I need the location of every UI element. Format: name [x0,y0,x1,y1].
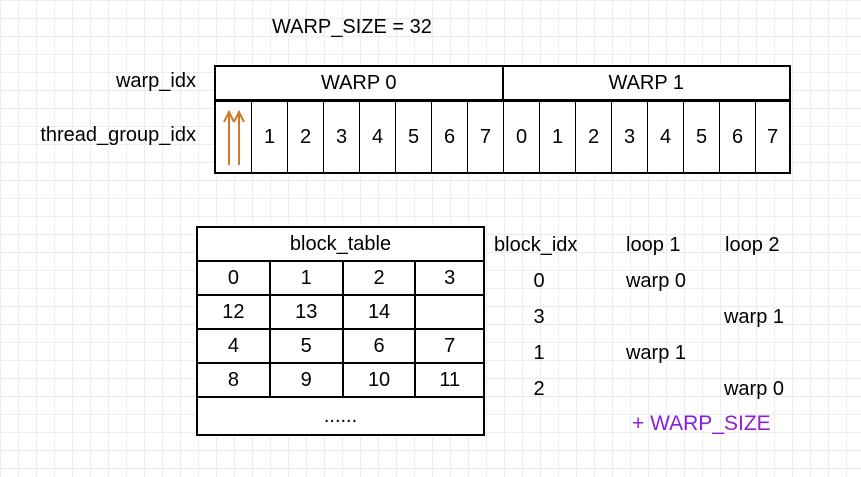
table-cell: 3 [414,260,485,296]
warp-header-row: WARP 0 WARP 1 [214,65,791,101]
table-cell: 14 [341,294,417,330]
block-idx-value: 2 [533,378,545,400]
thread-group-cell: 7 [766,125,779,148]
thread-group-cell: 3 [612,102,648,172]
thread-group-cell: 0 [504,102,540,172]
block-idx-value: 3 [533,306,545,328]
table-cell: 10 [341,362,417,398]
thread-group-cell: 4 [360,102,396,172]
thread-group-cell: 5 [396,102,432,172]
thread-group-cell: 5 [684,102,720,172]
warp-idx-label: warp_idx [115,70,196,92]
thread-group-cell: 3 [324,102,360,172]
thread-group-cell: 2 [288,102,324,172]
table-cell: 11 [414,362,485,398]
block-idx-header: block_idx [494,234,578,256]
table-cell: 0 [196,260,271,296]
thread-group-cell-arrows [216,102,252,172]
loop-1-header: loop 1 [626,234,681,256]
thread-group-cell: 7 [468,102,504,172]
block-table-header: block_table [196,226,485,262]
thread-group-row: 1 2 3 4 5 6 7 0 1 2 3 4 5 6 7 [214,100,791,174]
loop-2-value: warp 1 [723,306,785,328]
table-row: 4 5 6 7 [196,328,485,364]
block-table: block_table 0 1 2 3 12 13 14 4 5 6 7 8 9… [196,226,485,436]
up-arrows-icon [222,109,245,165]
block-idx-value: 0 [533,270,545,292]
table-cell: 9 [268,362,344,398]
table-cell: 2 [341,260,417,296]
table-cell [414,294,485,330]
loop-1-value: warp 0 [625,270,687,292]
thread-group-cell: 1 [540,102,576,172]
warp-1-cell: WARP 1 [503,65,791,101]
loop-1-value: warp 1 [625,342,687,364]
warp-size-increment-note: + WARP_SIZE [632,412,771,435]
table-cell: 4 [196,328,271,364]
thread-group-cell: 6 [432,102,468,172]
block-table-ellipsis: ...... [196,396,485,436]
table-cell: 8 [196,362,271,398]
warp-0-cell: WARP 0 [214,65,504,101]
thread-group-cell: 2 [576,102,612,172]
table-cell: 6 [341,328,417,364]
loop-2-value: warp 0 [723,378,785,400]
table-row: 12 13 14 [196,294,485,330]
thread-group-cell: 4 [648,102,684,172]
thread-group-cell: 1 [252,102,288,172]
table-row: 0 1 2 3 [196,260,485,296]
loop-2-header: loop 2 [725,234,780,256]
table-cell: 5 [268,328,344,364]
table-cell: 1 [268,260,344,296]
diagram-title: WARP_SIZE = 32 [272,16,432,38]
table-cell: 12 [196,294,271,330]
block-idx-value: 1 [533,342,545,364]
thread-group-idx-label: thread_group_idx [40,124,196,146]
table-row: 8 9 10 11 [196,362,485,398]
table-cell: 7 [414,328,485,364]
thread-group-cell: 6 [720,102,756,172]
table-cell: 13 [268,294,344,330]
